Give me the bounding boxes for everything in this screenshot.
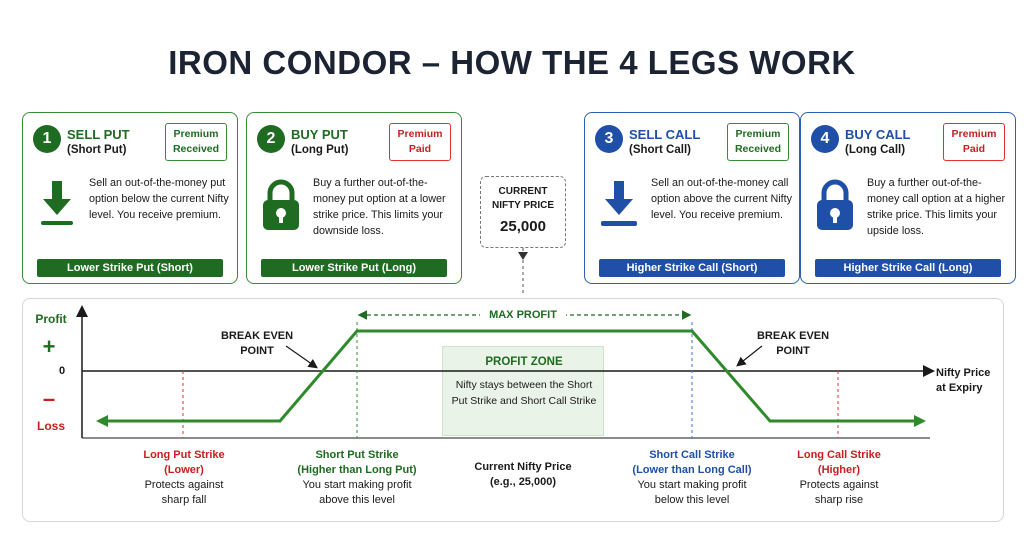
lock-icon (263, 179, 299, 230)
max-profit-label: MAX PROFIT (489, 309, 557, 321)
step-number: 3 (595, 125, 623, 153)
break-even-left-pointer (285, 345, 318, 369)
step-number: 2 (257, 125, 285, 153)
max-profit-label-bg (480, 307, 566, 322)
card-description: Buy a further out-of-the-money put optio… (313, 177, 446, 237)
download-arrow-icon (41, 181, 73, 225)
card-description: Buy a further out-of-the-money call opti… (867, 177, 1006, 237)
long-call-strike-label: Long Call Strike (Higher) Protects again… (797, 449, 881, 506)
page-title: IRON CONDOR – HOW THE 4 LEGS WORK (168, 44, 856, 81)
payoff-left-arrow (96, 415, 108, 427)
card-title: SELL PUT (67, 127, 130, 142)
profit-zone-description: Nifty stays between the Short Put Strike… (451, 379, 597, 407)
card-footer: Higher Strike Call (Long) (815, 259, 1001, 277)
card-subtitle: (Short Put) (67, 144, 127, 156)
step-number: 4 (811, 125, 839, 153)
current-price-value: 25,000 (500, 218, 546, 235)
profit-axis-label: Profit (35, 312, 67, 326)
price-connector-arrow (518, 252, 528, 260)
minus-sign: – (42, 386, 56, 411)
plus-sign: + (42, 334, 56, 359)
loss-axis-label: Loss (36, 419, 65, 433)
profit-zone-title: PROFIT ZONE (485, 356, 563, 368)
card-footer: Lower Strike Put (Short) (37, 259, 223, 277)
card-subtitle: (Short Call) (629, 144, 691, 156)
lock-icon (817, 179, 853, 230)
card-subtitle: (Long Put) (291, 144, 349, 156)
long-put-strike-label: Long Put Strike (Lower) Protects against… (143, 449, 225, 506)
step-number: 1 (33, 125, 61, 153)
card-title: BUY CALL (845, 127, 911, 142)
card-title: SELL CALL (629, 127, 701, 142)
payoff-line (106, 329, 916, 423)
card-footer: Lower Strike Put (Long) (261, 259, 447, 277)
current-price-box: CURRENT NIFTY PRICE 25,000 (480, 176, 566, 248)
card-description: Sell an out-of-the-money call option abo… (651, 177, 793, 221)
download-arrow-icon (601, 181, 637, 226)
card-footer: Higher Strike Call (Short) (599, 259, 785, 277)
card-subtitle: (Long Call) (845, 144, 906, 156)
payoff-right-arrow (914, 415, 926, 427)
short-put-strike-label: Short Put Strike (Higher than Long Put) … (297, 449, 417, 506)
payoff-chart-panel (22, 298, 1004, 522)
card-title: BUY PUT (291, 127, 348, 142)
current-price-strike-label: Current Nifty Price (e.g., 25,000) (474, 461, 572, 488)
break-even-right-pointer (736, 345, 763, 367)
profit-zone: PROFIT ZONE Nifty stays between the Shor… (442, 346, 604, 436)
zero-label: 0 (58, 365, 66, 377)
short-call-strike-label: Short Call Strike (Lower than Long Call)… (632, 449, 752, 506)
current-price-label: CURRENT NIFTY PRICE (491, 186, 555, 211)
card-description: Sell an out-of-the-money put option belo… (89, 177, 229, 221)
